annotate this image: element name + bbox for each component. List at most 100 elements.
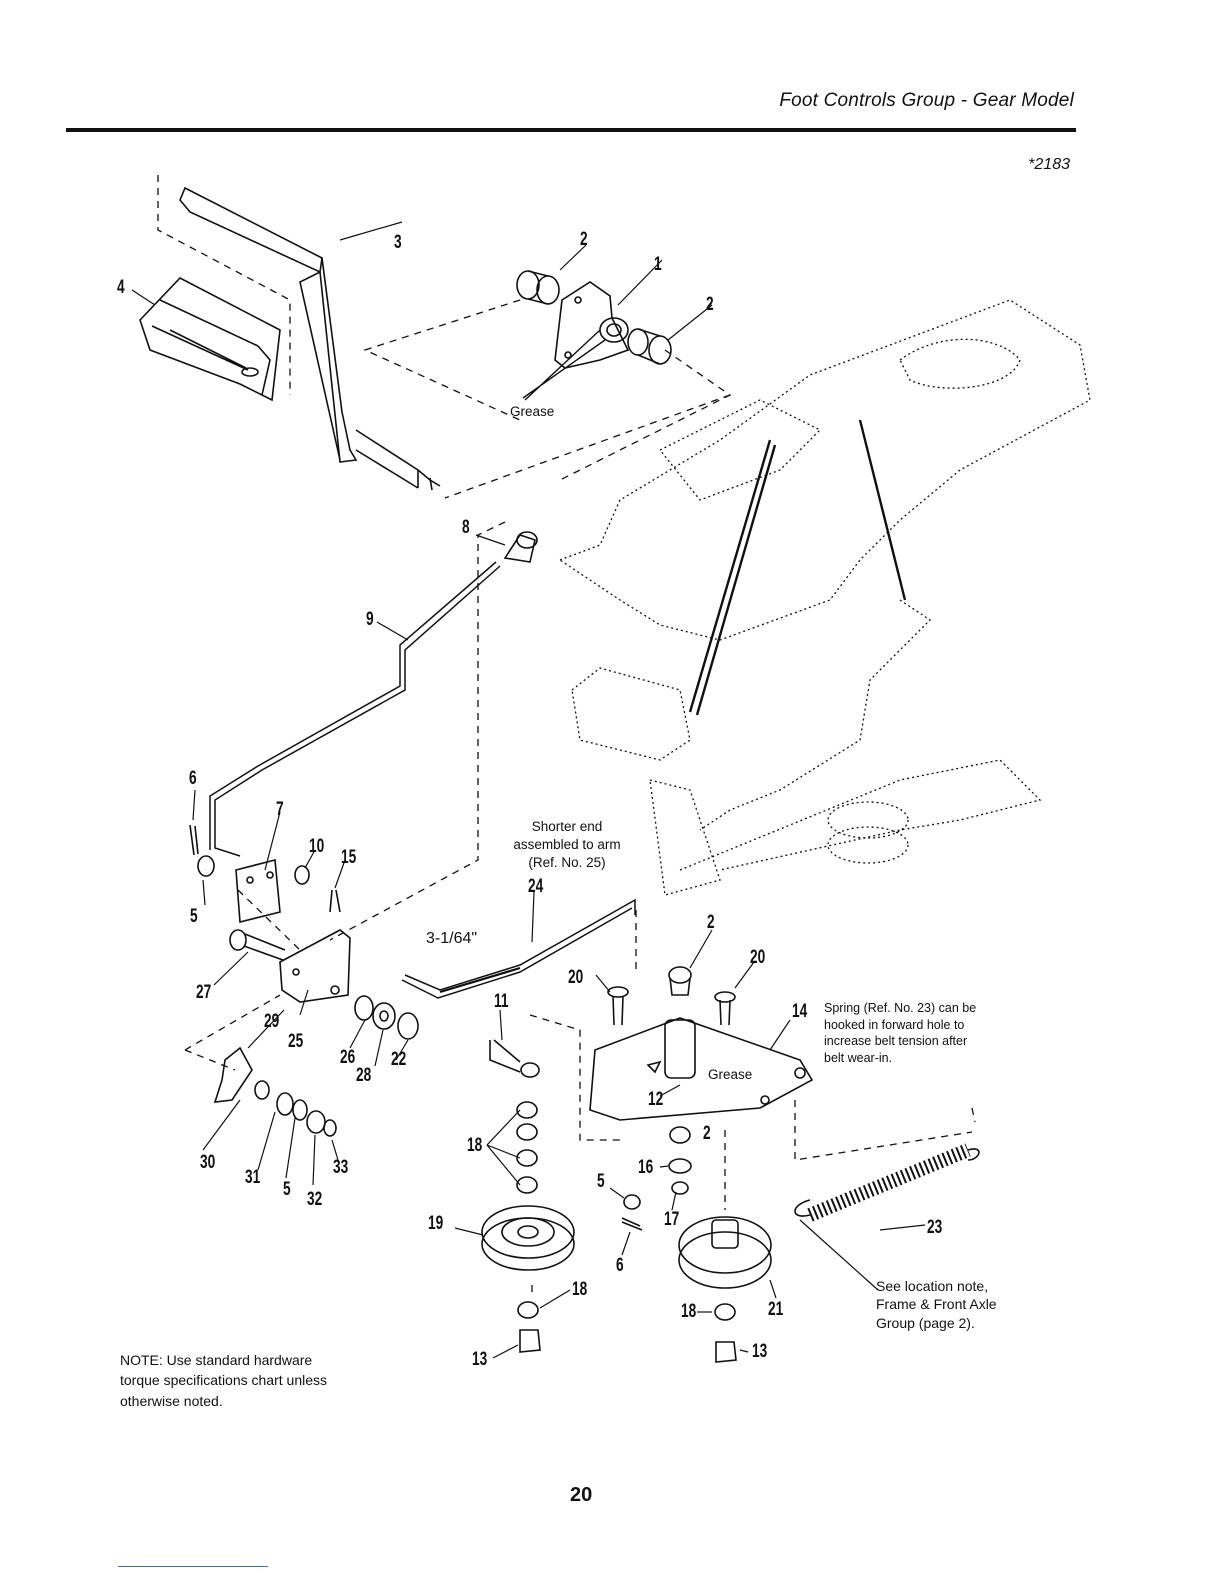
callout-27: 27 (196, 982, 212, 1003)
clip-part-15 (329, 889, 341, 913)
callout-2-upper: 2 (580, 229, 588, 250)
cotter-pin-part-6-left (189, 824, 199, 856)
bushing-part-2-plate (668, 966, 692, 996)
nut-part-13-right (715, 1341, 737, 1363)
bracket-part-1 (554, 281, 630, 369)
callout-23: 23 (927, 1217, 943, 1238)
bolt-part-20-left (607, 986, 629, 1026)
callout-2-under: 2 (703, 1123, 711, 1144)
callout-6-right: 6 (616, 1255, 624, 1276)
callout-24: 24 (528, 876, 544, 897)
frame-context (558, 299, 1091, 896)
callout-22: 22 (391, 1049, 407, 1070)
pulley-part-21 (678, 1216, 772, 1289)
callout-33: 33 (333, 1157, 349, 1178)
spring-note: Spring (Ref. No. 23) can be hooked in fo… (824, 1001, 977, 1065)
drawing-id: *2183 (1028, 156, 1070, 173)
callout-18-lower-right: 18 (681, 1301, 697, 1322)
torque-note: NOTE: Use standard hardware torque speci… (120, 1352, 327, 1409)
callout-11: 11 (494, 991, 509, 1012)
callout-5-left: 5 (190, 906, 198, 927)
arm-part-25 (279, 929, 351, 1003)
callout-31: 31 (245, 1167, 261, 1188)
pedal-pad-part-4 (139, 277, 281, 402)
spacer-part-30 (254, 1080, 270, 1100)
page-header-title: Foot Controls Group - Gear Model (779, 90, 1074, 111)
bushing-part-31 (276, 1092, 294, 1116)
washer-part-18-a (516, 1101, 538, 1119)
callout-18-lower-left: 18 (572, 1279, 588, 1300)
callout-5-right: 5 (597, 1171, 605, 1192)
callout-8: 8 (462, 517, 470, 538)
rod-part-9 (209, 561, 501, 857)
washer-part-10 (294, 865, 310, 885)
callout-20-right: 20 (750, 947, 766, 968)
callout-2-plate: 2 (707, 912, 715, 933)
nut-part-22 (397, 1012, 419, 1040)
callout-19: 19 (428, 1213, 444, 1234)
cotter-pin-part-6-right (621, 1217, 643, 1231)
washer-part-5-right (623, 1194, 641, 1210)
callout-18-group: 18 (467, 1135, 483, 1156)
callout-15: 15 (341, 847, 357, 868)
rod-part-24 (401, 898, 636, 999)
washer-part-18-b (517, 1301, 539, 1319)
washer-part-28 (372, 1002, 396, 1030)
callout-1: 1 (654, 254, 662, 275)
callout-12: 12 (648, 1089, 664, 1110)
location-note: See location note, Frame & Front Axle Gr… (876, 1278, 997, 1331)
callout-16: 16 (638, 1157, 654, 1178)
spring-part-23 (794, 1143, 980, 1222)
pedal-arm-part-3 (179, 186, 441, 491)
footer-link-rule (118, 1566, 268, 1567)
plate-part-7 (235, 858, 281, 924)
ring-part-17 (671, 1181, 689, 1195)
knob-part-8 (503, 531, 538, 563)
callout-32: 32 (307, 1189, 323, 1210)
pin-part-11 (489, 1039, 521, 1073)
callout-9: 9 (366, 609, 374, 630)
nut-part-33 (323, 1119, 337, 1137)
callout-13-left: 13 (472, 1349, 488, 1370)
washer-part-16 (668, 1158, 692, 1174)
callout-25: 25 (288, 1031, 304, 1052)
leader-lines (131, 221, 926, 1359)
header-rule (66, 128, 1076, 132)
bushing-part-2-under (669, 1126, 691, 1144)
bushing-part-2-lower (627, 328, 672, 365)
callout-2-right: 2 (706, 294, 714, 315)
bolt-part-20-right (714, 991, 736, 1026)
washer-part-26 (354, 995, 374, 1021)
washer-part-5-left (197, 855, 215, 877)
dimension-label: 3-1/64" (426, 930, 478, 947)
grease-label-top: Grease (510, 404, 555, 419)
callout-14: 14 (792, 1001, 808, 1022)
callout-30: 30 (200, 1152, 216, 1173)
alignment-lines (157, 175, 976, 1295)
nut-part-32 (306, 1110, 326, 1134)
callout-20-left: 20 (568, 967, 584, 988)
callout-7: 7 (276, 799, 284, 820)
washer-part-18-c (714, 1303, 736, 1321)
callout-3: 3 (394, 232, 402, 253)
bolt-part-27 (229, 929, 286, 961)
callout-10: 10 (309, 836, 325, 857)
washer-part-5-mid (292, 1099, 308, 1121)
callout-28: 28 (356, 1065, 372, 1086)
lever-part-29 (213, 1046, 253, 1103)
callout-17: 17 (664, 1209, 680, 1230)
bushing-part-2-upper (516, 270, 560, 305)
page-number: 20 (570, 1484, 593, 1506)
grease-label-plate: Grease (708, 1067, 753, 1082)
callout-13-right: 13 (752, 1341, 768, 1362)
callout-6-left: 6 (189, 768, 197, 789)
pulley-part-19 (481, 1205, 575, 1271)
grease-fitting-part-12 (646, 1060, 662, 1074)
idler-plate-part-14 (589, 1017, 814, 1121)
nut-part-13-left (519, 1329, 541, 1353)
callout-5-mid: 5 (283, 1179, 291, 1200)
callout-26: 26 (340, 1047, 356, 1068)
shorter-end-note: Shorter end assembled to arm (Ref. No. 2… (513, 819, 621, 870)
callout-21: 21 (768, 1299, 784, 1320)
